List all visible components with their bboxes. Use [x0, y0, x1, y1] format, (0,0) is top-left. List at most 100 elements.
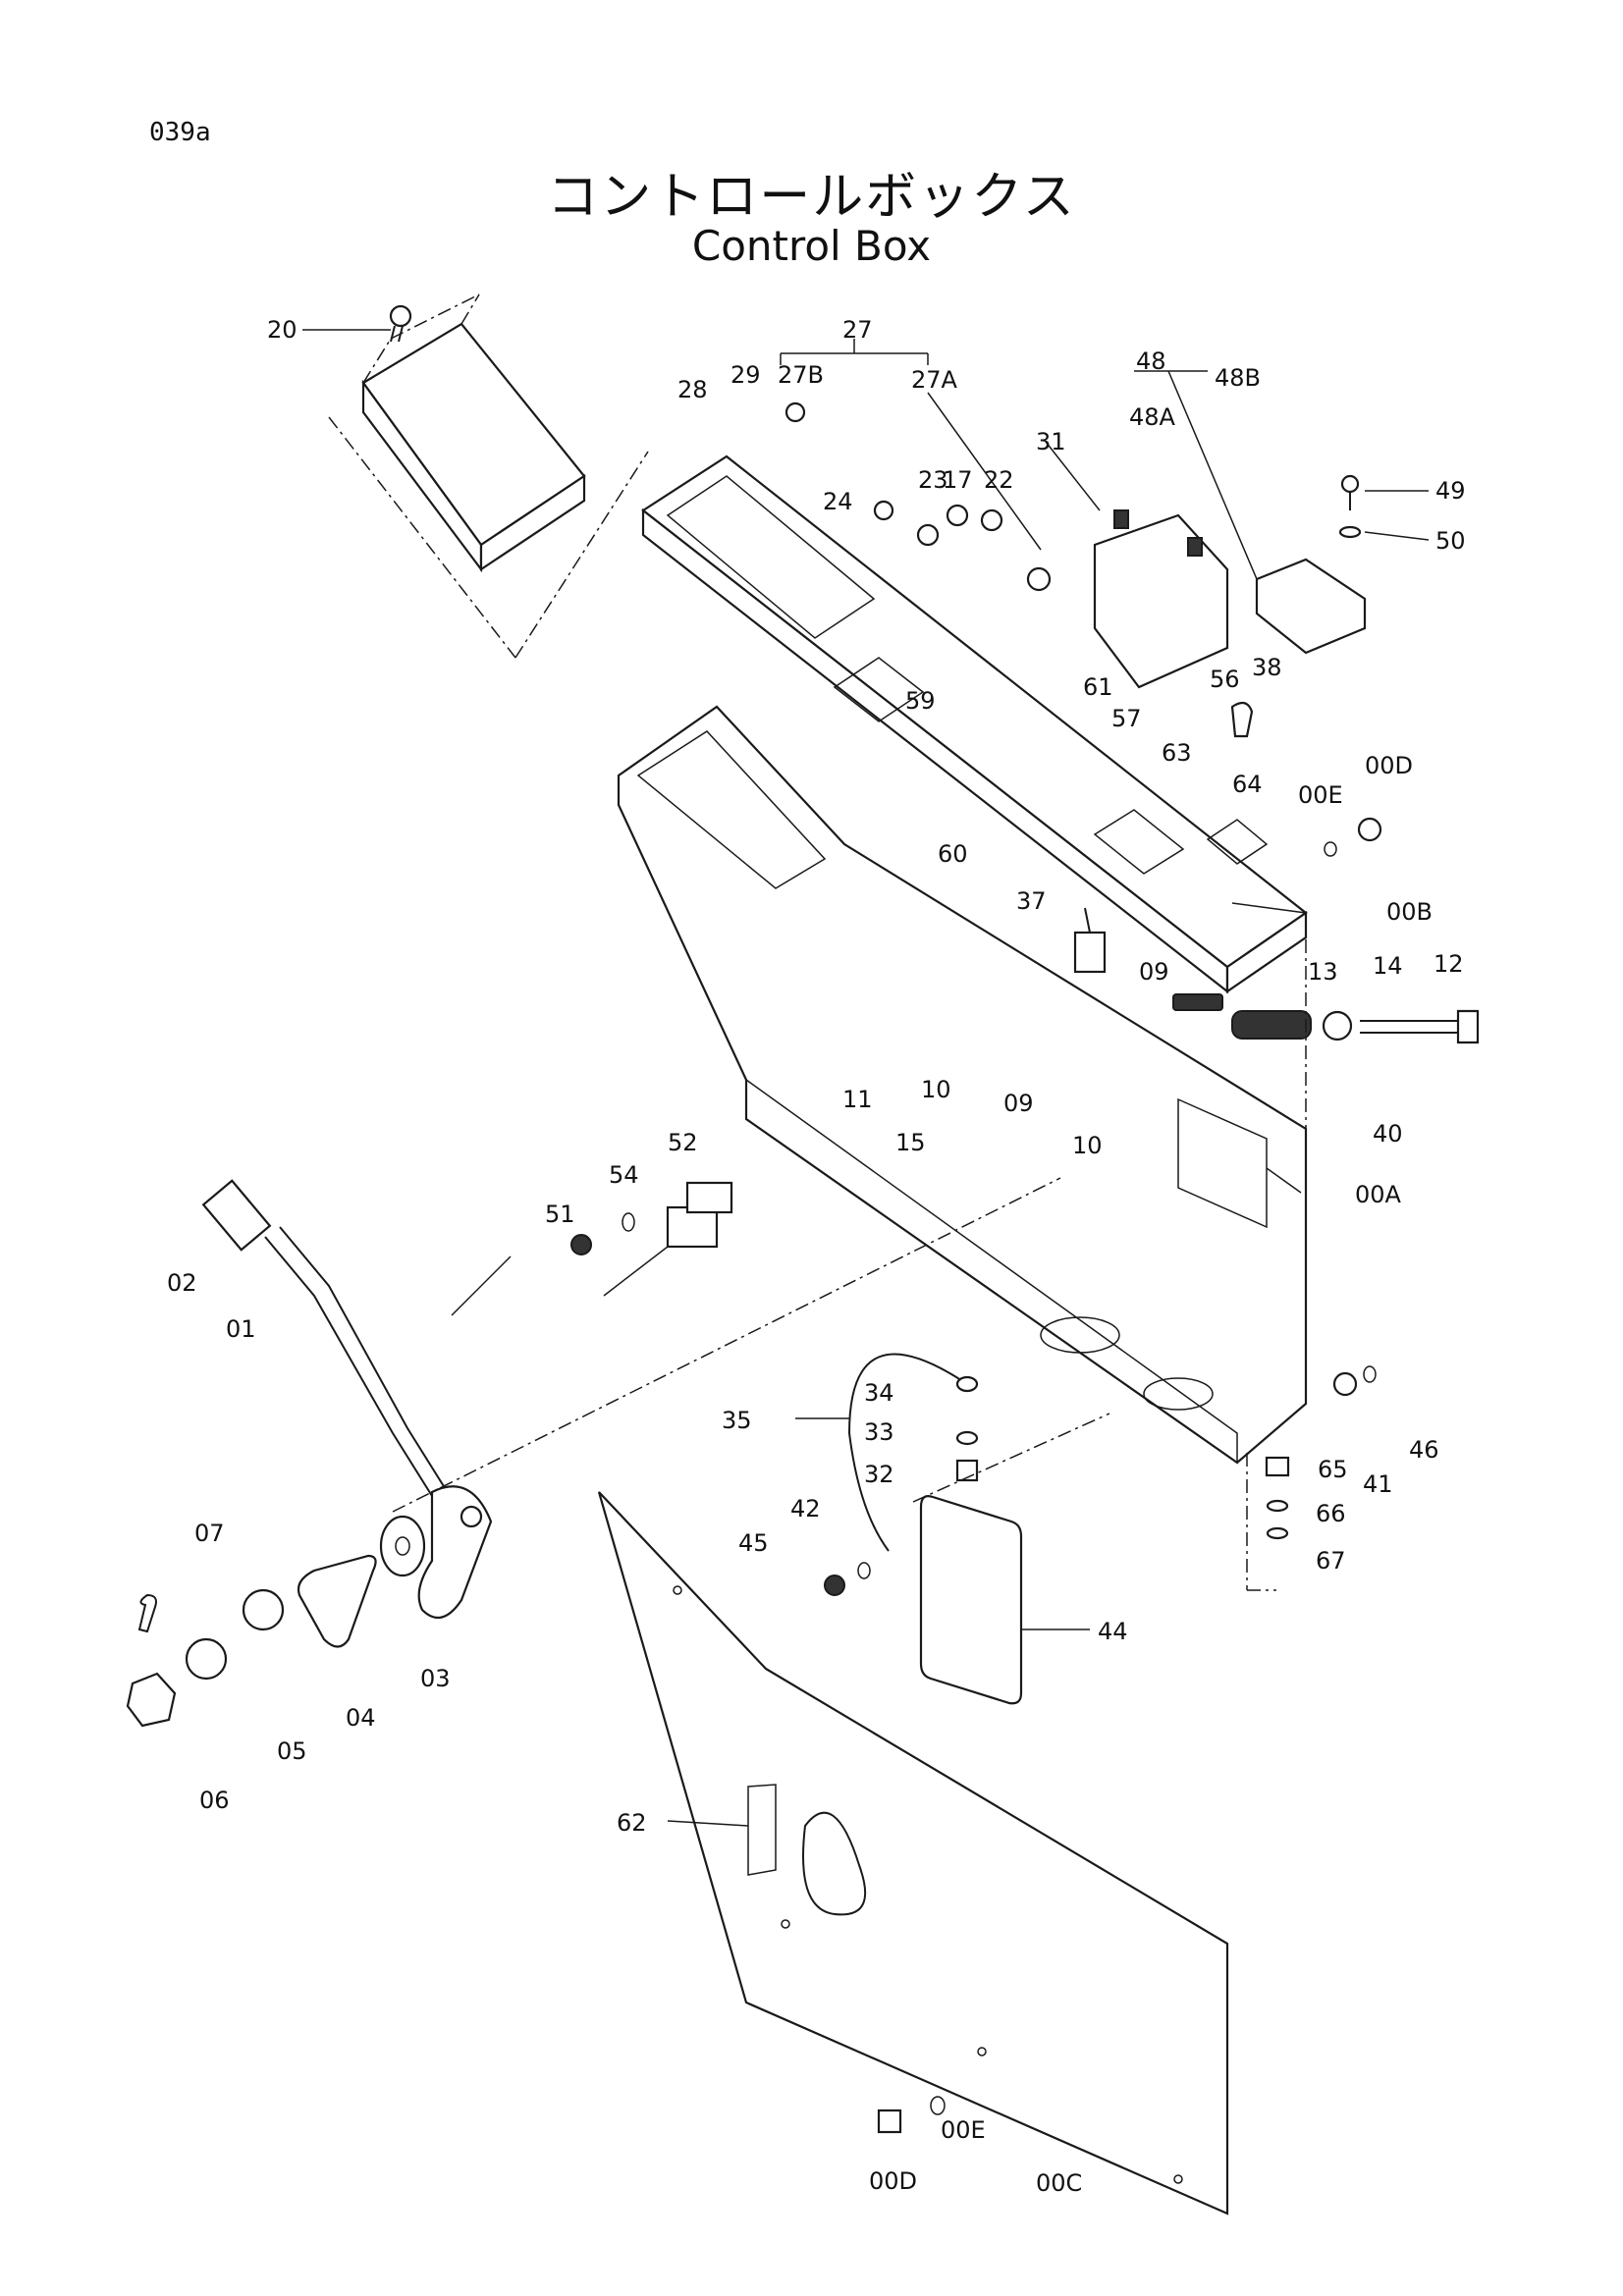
callout-22: 22	[984, 466, 1014, 494]
bolt-00D-top	[1324, 817, 1382, 857]
switch-52	[666, 1181, 733, 1249]
nut-06	[126, 1672, 177, 1728]
callout-04: 04	[346, 1704, 376, 1732]
callout-48A: 48A	[1129, 403, 1176, 431]
callout-27B: 27B	[778, 361, 824, 389]
callout-11: 11	[842, 1086, 873, 1113]
callout-23: 23	[918, 466, 948, 494]
meter-unit-31	[1093, 509, 1229, 689]
callout-57: 57	[1111, 705, 1142, 732]
callout-52: 52	[668, 1129, 698, 1156]
callout-03: 03	[420, 1665, 451, 1692]
callout-27A: 27A	[911, 366, 958, 394]
main-frame-part	[617, 705, 1308, 1465]
callout-07: 07	[194, 1520, 225, 1547]
callout-06: 06	[199, 1787, 230, 1814]
cable-35	[847, 1353, 968, 1552]
callout-31: 31	[1036, 428, 1066, 455]
callout-00D-top: 00D	[1365, 752, 1413, 779]
callout-20: 20	[267, 316, 298, 344]
cover-box-part	[328, 294, 649, 659]
callout-13: 13	[1308, 958, 1338, 986]
cam-plate-04	[297, 1554, 377, 1648]
star-washer-05	[185, 1588, 285, 1681]
callout-65: 65	[1318, 1456, 1348, 1483]
callout-51: 51	[545, 1201, 575, 1228]
cotter-pin-07	[137, 1593, 157, 1633]
callout-00D-bottom: 00D	[869, 2167, 917, 2195]
callout-67: 67	[1316, 1547, 1346, 1575]
callout-33: 33	[864, 1418, 894, 1446]
callout-66: 66	[1316, 1500, 1346, 1527]
relay-box-48	[1255, 474, 1367, 655]
callout-00E-top: 00E	[1298, 781, 1343, 809]
indicator-lamps	[784, 401, 1052, 592]
callout-02: 02	[167, 1269, 197, 1297]
callout-56: 56	[1210, 666, 1240, 693]
callout-09-a: 09	[1139, 958, 1169, 986]
callout-00B: 00B	[1386, 898, 1433, 926]
callout-35: 35	[722, 1407, 752, 1434]
callout-00E-bottom: 00E	[941, 2116, 986, 2144]
bolt-32-33-34	[955, 1375, 979, 1482]
callout-59: 59	[905, 687, 936, 715]
callout-37: 37	[1016, 887, 1047, 915]
screw-20-icon	[389, 304, 412, 343]
page-title-english: Control Box	[691, 222, 932, 270]
callout-60: 60	[938, 840, 968, 868]
bolt-51	[570, 1234, 592, 1255]
bolt-45-42	[824, 1562, 871, 1596]
callout-48: 48	[1136, 347, 1166, 375]
callout-61: 61	[1083, 673, 1113, 701]
callout-63: 63	[1162, 739, 1192, 767]
callout-32: 32	[864, 1461, 894, 1488]
bolt-00D-bottom	[877, 2096, 946, 2134]
side-panel-part	[597, 1491, 1229, 2216]
callout-54: 54	[609, 1161, 639, 1189]
callout-42: 42	[790, 1495, 821, 1522]
callout-28: 28	[677, 376, 708, 403]
callout-09-b: 09	[1003, 1090, 1034, 1117]
callout-labels: 20 27 28 29 27B 27A 48 48B 48A 31 49 50 …	[167, 316, 1466, 2197]
callout-10-b: 10	[1072, 1132, 1103, 1159]
callout-14: 14	[1373, 952, 1403, 980]
callout-27: 27	[842, 316, 873, 344]
page-title-japanese: コントロールボックス	[547, 168, 1076, 227]
page-id: 039a	[149, 118, 211, 147]
washer-03	[379, 1515, 426, 1577]
callout-46: 46	[1409, 1436, 1439, 1464]
callout-50: 50	[1435, 527, 1466, 555]
washer-14	[1322, 1010, 1353, 1041]
callout-41: 41	[1363, 1470, 1393, 1498]
callout-17: 17	[943, 466, 973, 494]
spring-13	[1231, 1010, 1312, 1040]
bolt-65-66-67	[1265, 1456, 1290, 1540]
callout-48B: 48B	[1215, 364, 1261, 392]
callout-38: 38	[1252, 654, 1282, 681]
callout-64: 64	[1232, 771, 1263, 798]
callout-00A: 00A	[1355, 1181, 1402, 1208]
callout-62: 62	[617, 1809, 647, 1837]
callout-44: 44	[1098, 1618, 1128, 1645]
leader-lines	[302, 329, 1430, 1827]
callout-45: 45	[738, 1529, 769, 1557]
cover-44-part	[919, 1495, 1023, 1705]
bolt-41-46	[1332, 1365, 1377, 1397]
callout-15: 15	[895, 1129, 926, 1156]
toggle-switch-37	[1073, 907, 1107, 974]
callout-34: 34	[864, 1379, 894, 1407]
callout-24: 24	[823, 488, 853, 515]
callout-49: 49	[1435, 477, 1466, 505]
callout-40: 40	[1373, 1120, 1403, 1148]
knob-38	[1230, 701, 1254, 738]
bolt-09-a	[1172, 993, 1223, 1011]
callout-12: 12	[1434, 950, 1464, 978]
callout-29: 29	[730, 361, 761, 389]
control-lever-part	[201, 1179, 493, 1620]
callout-01: 01	[226, 1315, 256, 1343]
bolt-12	[1360, 1009, 1480, 1044]
callout-00C: 00C	[1036, 2169, 1082, 2197]
washer-54	[622, 1212, 635, 1232]
